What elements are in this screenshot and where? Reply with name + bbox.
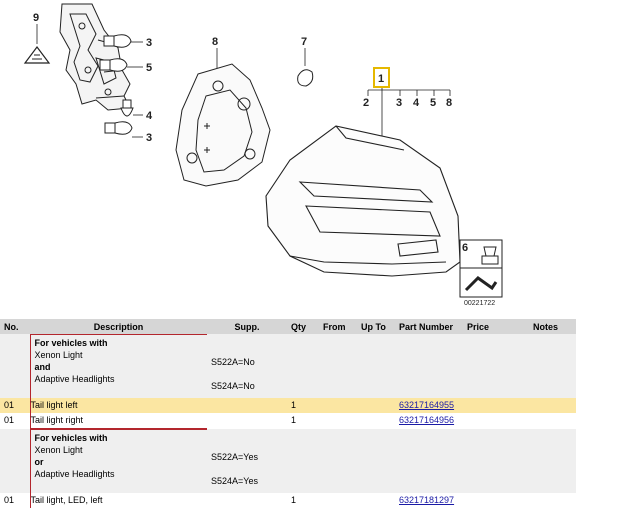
callout-5[interactable]: 5 xyxy=(146,62,152,74)
callout-1-highlight xyxy=(373,67,390,88)
condition-note-row: For vehicles with Xenon Light or Adaptiv… xyxy=(0,428,576,493)
condition-note-row: For vehicles with Xenon Light and Adapti… xyxy=(0,334,576,398)
callout-sub-8[interactable]: 8 xyxy=(446,97,452,109)
col-header-part-number[interactable]: Part Number xyxy=(395,319,463,334)
table-row[interactable]: 01 Tail light, LED, left 1 63217181297 xyxy=(0,492,576,508)
col-header-from[interactable]: From xyxy=(319,319,357,334)
note-line: Xenon Light xyxy=(34,445,83,455)
col-header-notes[interactable]: Notes xyxy=(529,319,576,334)
part-number-link[interactable]: 63217181297 xyxy=(399,494,455,505)
supp-code: S522A=No xyxy=(211,357,255,367)
part-6-inset[interactable] xyxy=(459,239,503,269)
parts-table: No. Description Supp. Qty From Up To Par… xyxy=(0,319,576,508)
callout-7[interactable]: 7 xyxy=(301,36,307,48)
callout-lines xyxy=(36,24,451,138)
note-conjunction: and xyxy=(34,362,51,372)
note-line: Adaptive Headlights xyxy=(34,374,115,384)
row-description: Tail light right xyxy=(29,413,207,429)
bulb-icons xyxy=(99,34,134,135)
condition-note: For vehicles with Xenon Light or Adaptiv… xyxy=(30,429,207,482)
supp-code: S524A=No xyxy=(211,381,255,391)
callout-sub-2[interactable]: 2 xyxy=(363,97,369,109)
callout-8[interactable]: 8 xyxy=(212,36,218,48)
callout-4[interactable]: 4 xyxy=(146,110,153,122)
callout-1[interactable]: 1 xyxy=(378,73,384,85)
note-line: Xenon Light xyxy=(34,350,83,360)
row-no: 01 xyxy=(0,398,30,413)
condition-note: For vehicles with Xenon Light and Adapti… xyxy=(30,334,207,387)
table-header-row: No. Description Supp. Qty From Up To Par… xyxy=(0,319,576,334)
row-no: 01 xyxy=(4,415,15,425)
table-row-selected[interactable]: 01 Tail light left 1 63217164955 xyxy=(0,398,576,413)
note-line: Adaptive Headlights xyxy=(34,469,115,479)
col-header-no[interactable]: No. xyxy=(0,319,30,334)
tail-light-part[interactable] xyxy=(265,125,461,277)
callout-3-upper[interactable]: 3 xyxy=(146,37,152,49)
diagram-arrow-icon xyxy=(459,267,503,298)
diagram-code: 00221722 xyxy=(464,300,495,307)
row-qty: 1 xyxy=(291,494,297,505)
col-header-upto[interactable]: Up To xyxy=(357,319,395,334)
callout-3-lower[interactable]: 3 xyxy=(146,132,152,144)
callout-sub-4[interactable]: 4 xyxy=(413,97,420,109)
col-header-price[interactable]: Price xyxy=(463,319,529,334)
row-description: Tail light left xyxy=(29,398,207,413)
gasket-part[interactable] xyxy=(175,63,271,187)
parts-diagram: 9 3 5 4 3 8 7 1 2 3 4 5 8 6 00221722 xyxy=(23,3,503,307)
row-no: 01 xyxy=(4,494,15,505)
callout-6[interactable]: 6 xyxy=(462,242,468,254)
part-number-link[interactable]: 63217164956 xyxy=(399,415,455,425)
supp-code: S524A=Yes xyxy=(211,475,258,486)
warning-triangle-icon xyxy=(23,46,51,64)
part-number-link[interactable]: 63217164955 xyxy=(399,400,455,410)
note-heading: For vehicles with xyxy=(34,433,108,443)
table-row[interactable]: 01 Tail light right 1 63217164956 xyxy=(0,413,576,429)
bulb-holder-assembly[interactable] xyxy=(59,3,131,111)
row-description: Tail light, LED, left xyxy=(29,492,207,508)
cap-part[interactable] xyxy=(297,69,314,87)
col-header-description[interactable]: Description xyxy=(30,319,207,334)
row-qty: 1 xyxy=(287,398,319,413)
callout-9[interactable]: 9 xyxy=(33,12,39,24)
col-header-qty[interactable]: Qty xyxy=(287,319,319,334)
callout-sub-3[interactable]: 3 xyxy=(396,97,402,109)
callout-sub-5[interactable]: 5 xyxy=(430,97,436,109)
col-header-supp[interactable]: Supp. xyxy=(207,319,287,334)
supp-code: S522A=Yes xyxy=(211,451,258,462)
note-heading: For vehicles with xyxy=(34,338,108,348)
row-qty: 1 xyxy=(291,415,297,425)
note-conjunction: or xyxy=(34,457,44,467)
